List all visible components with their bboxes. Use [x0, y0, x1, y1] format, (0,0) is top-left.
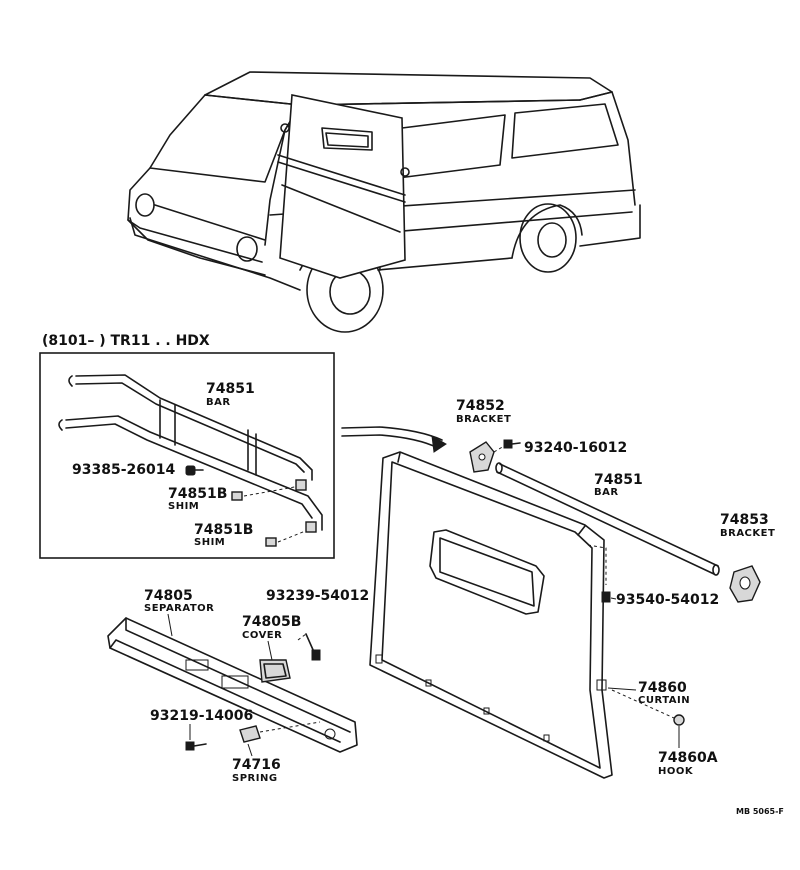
part-name-curtain: CURTAIN: [638, 695, 690, 706]
inset-bar-drawing: [58, 374, 323, 531]
main-bar-drawing: [495, 462, 720, 576]
screw-low-drawing: [185, 741, 207, 751]
part-number-bar-inset: 74851: [206, 381, 255, 397]
part-name-bracket-top: BRACKET: [456, 414, 511, 425]
part-name-bar-inset: BAR: [206, 397, 231, 408]
part-number-bracket-right: 74853: [720, 512, 769, 528]
callout-arrow: [341, 426, 447, 453]
part-name-shim-2: SHIM: [194, 537, 225, 548]
bracket-top-drawing: [469, 439, 521, 473]
van-illustration: [127, 71, 641, 333]
inset-bolt-icon: [185, 465, 204, 476]
part-number-curtain: 74860: [638, 680, 687, 696]
screw-sep-drawing: [297, 633, 321, 661]
hook-drawing: [611, 689, 685, 726]
screw-right-drawing: [587, 544, 611, 603]
labels: 74851 BAR 93385-26014 74851B SHIM 74851B…: [72, 381, 784, 816]
cover-drawing: [259, 659, 291, 683]
part-number-screw-sep: 93239-54012: [266, 588, 369, 604]
part-number-shim-1: 74851B: [168, 486, 227, 502]
part-number-separator: 74805: [144, 588, 193, 604]
part-number-bracket-top: 74852: [456, 398, 505, 414]
part-name-separator: SEPARATOR: [144, 603, 214, 614]
inset-shim-icon-1: [231, 479, 307, 501]
part-number-bolt-inset: 93385-26014: [72, 462, 175, 478]
part-name-bar-main: BAR: [594, 487, 619, 498]
part-number-cover: 74805B: [242, 614, 301, 630]
inset-box: [39, 352, 335, 559]
bracket-right-drawing: [729, 565, 761, 603]
part-number-screw-low: 93219-14006: [150, 708, 253, 724]
part-name-bracket-right: BRACKET: [720, 528, 775, 539]
drawing-reference: MB 5065-F: [736, 807, 784, 816]
part-name-spring: SPRING: [232, 773, 278, 784]
part-number-screw-top: 93240-16012: [524, 440, 627, 456]
separator-drawing: [107, 617, 358, 753]
part-number-hook: 74860A: [658, 750, 718, 766]
part-number-bar-main: 74851: [594, 472, 643, 488]
part-name-shim-1: SHIM: [168, 501, 199, 512]
curtain-panel-drawing: [369, 451, 613, 779]
part-number-screw-right: 93540-54012: [616, 592, 719, 608]
part-name-cover: COVER: [242, 630, 282, 641]
part-name-hook: HOOK: [658, 766, 694, 777]
inset-shim-icon-2: [265, 521, 317, 547]
range-header: (8101– ) TR11 . . HDX: [42, 333, 210, 349]
part-number-spring: 74716: [232, 757, 281, 773]
spring-drawing: [239, 721, 321, 743]
part-number-shim-2: 74851B: [194, 522, 253, 538]
